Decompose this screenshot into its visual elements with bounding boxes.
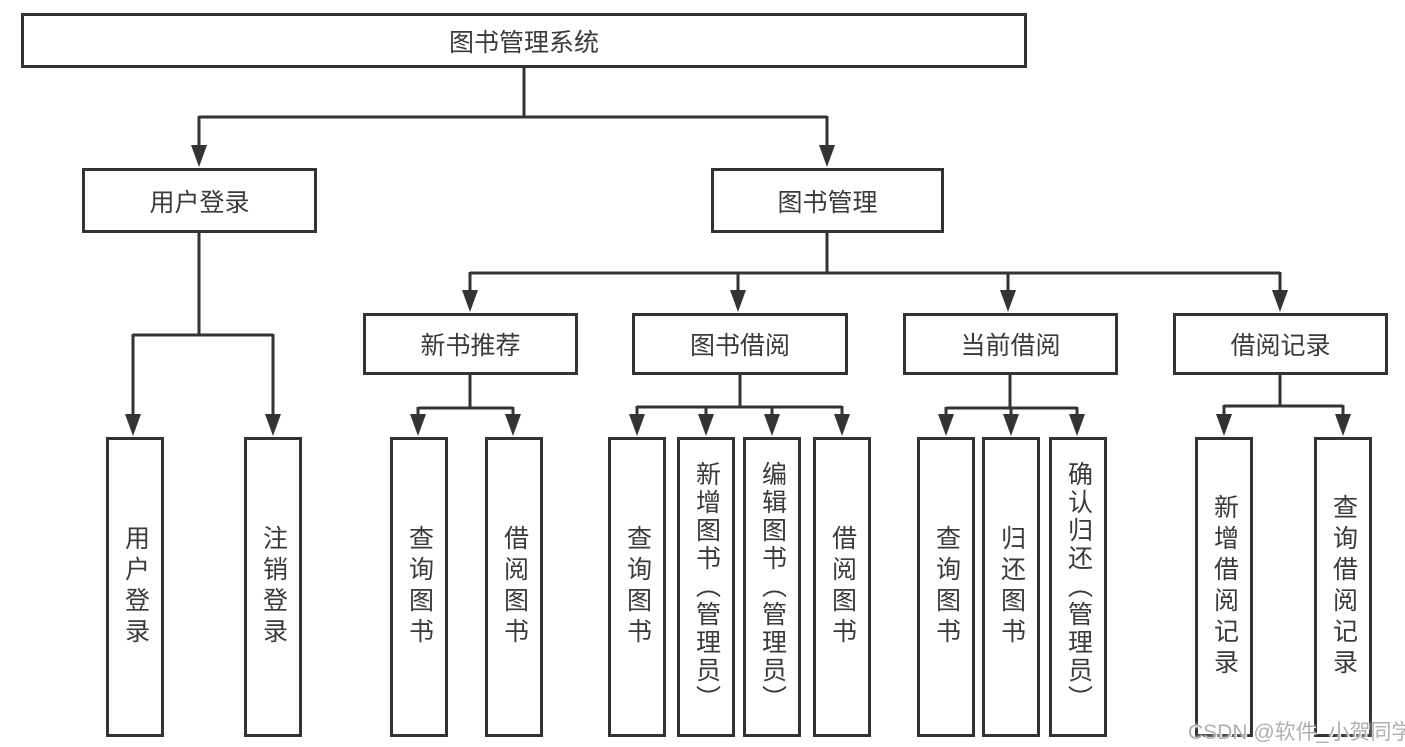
connector-user-login [131,233,275,415]
watermark: CSDN @软件_小贺同学 [1188,721,1405,744]
node-new-book-recommendation: 新书推荐 [363,313,578,375]
leaf-confirm-return-admin: 确认归还（管理员） [1049,437,1107,737]
leaf-add-borrow-record: 新增借阅记录 [1195,437,1253,737]
leaf-add-book-admin: 新增图书（管理员） [677,437,735,737]
connector-new-book-recommendation [416,375,515,415]
node-current-borrowing: 当前借阅 [903,313,1118,375]
arrowheads [125,145,1351,436]
leaf-return-books: 归还图书 [982,437,1040,737]
connector-root [197,68,829,146]
node-book-borrowing: 图书借阅 [632,313,848,375]
connector-book-management [468,233,1282,292]
leaf-query-books-recommend: 查询图书 [390,437,448,737]
node-book-management: 图书管理 [711,168,944,233]
leaf-borrow-books-recommend: 借阅图书 [485,437,543,737]
leaf-logout: 注销登录 [244,437,302,737]
leaf-query-borrow-record: 查询借阅记录 [1314,437,1372,737]
node-user-login: 用户登录 [82,168,317,233]
connector-book-borrowing [635,375,844,415]
leaf-borrow-books-borrowing: 借阅图书 [813,437,871,737]
leaf-query-books-current: 查询图书 [917,437,975,737]
leaf-query-books-borrowing: 查询图书 [608,437,666,737]
leaf-edit-book-admin: 编辑图书（管理员） [743,437,801,737]
connector-current-borrowing [944,375,1079,415]
node-root: 图书管理系统 [21,13,1027,68]
node-borrowing-records: 借阅记录 [1173,313,1388,375]
leaf-user-login: 用户登录 [106,437,164,737]
connector-borrowing-records [1222,375,1345,415]
